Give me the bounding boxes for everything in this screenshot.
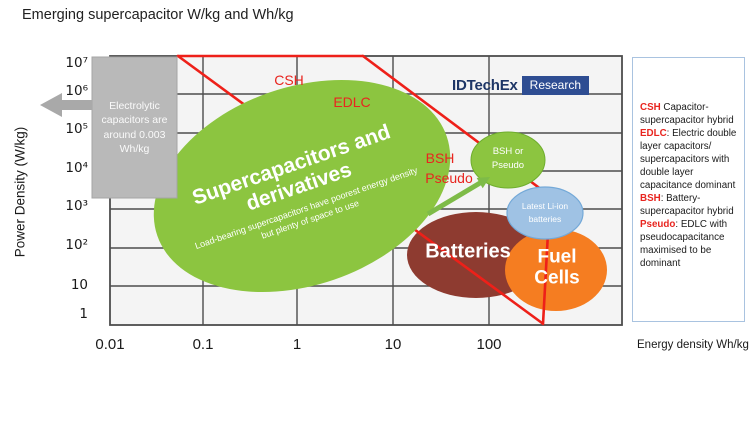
legend-desc-csh: Capacitor-supercapacitor hybrid [640, 102, 734, 127]
fuel-cells-label: Fuel Cells [534, 246, 580, 289]
left-arrow-icon [40, 93, 92, 117]
legend-item-pseudo: Pseudo: EDLC with pseudocapacitance maxi… [640, 218, 737, 270]
y-tick: 10⁶ [65, 83, 88, 99]
legend-term-bsh: BSH [640, 193, 661, 205]
x-tick: 0.01 [95, 336, 125, 353]
edlc-label: EDLC [333, 94, 371, 110]
legend-item-csh: CSH Capacitor-supercapacitor hybrid [640, 101, 737, 127]
fuel-cells-ellipse [505, 229, 607, 311]
green-arrow-icon [426, 177, 490, 217]
bsh-label: BSH [425, 150, 455, 166]
legend-item-bsh: BSH: Battery-supercapacitor hybrid [640, 192, 737, 218]
idtechex-logo: IDTechEx Research [452, 76, 590, 95]
x-tick: 0.1 [192, 336, 214, 353]
legend-desc-bsh: : Battery-supercapacitor hybrid [640, 193, 734, 218]
x-tick: 100 [476, 336, 502, 353]
csh-label: CSH [274, 72, 304, 88]
legend-desc-pseudo: : EDLC with pseudocapacitance maximised … [640, 219, 728, 270]
legend-box: CSH Capacitor-supercapacitor hybrid EDLC… [632, 57, 745, 322]
x-axis-title: Energy density Wh/kg [637, 339, 749, 351]
legend-desc-edlc: : Electric double layer capacitors/ supe… [640, 128, 737, 192]
y-tick: 1 [79, 306, 88, 322]
legend-item-edlc: EDLC: Electric double layer capacitors/ … [640, 127, 737, 192]
x-tick: 10 [384, 336, 402, 353]
electrolytic-callout-text: Electrolytic capacitors are around 0.003… [101, 100, 168, 155]
legend-term-edlc: EDLC [640, 128, 667, 140]
y-tick: 10⁴ [65, 160, 88, 176]
y-tick: 10⁷ [65, 55, 88, 71]
y-tick: 10⁵ [65, 121, 88, 137]
electrolytic-callout-box [91, 56, 178, 199]
batteries-label: Batteries [425, 240, 511, 263]
bsh-pseudo-ellipse [470, 131, 546, 189]
bsh-pseudo-label: BSH or Pseudo [491, 145, 525, 171]
y-tick: 10² [65, 237, 88, 253]
pseudo-label: Pseudo [425, 170, 473, 186]
supercapacitors-ellipse [153, 79, 451, 293]
logo-suffix-badge: Research [521, 76, 590, 95]
y-tick: 10 [70, 277, 88, 293]
li-ion-label: Latest Li-ion batteries [521, 200, 569, 224]
x-tick: 1 [292, 336, 302, 353]
legend-term-pseudo: Pseudo [640, 219, 676, 231]
logo-brand-text: IDTechEx [452, 77, 518, 94]
page-title: Emerging supercapacitor W/kg and Wh/kg [22, 7, 294, 23]
legend-term-csh: CSH [640, 102, 661, 113]
li-ion-ellipse [506, 186, 584, 240]
y-tick: 10³ [65, 198, 88, 214]
